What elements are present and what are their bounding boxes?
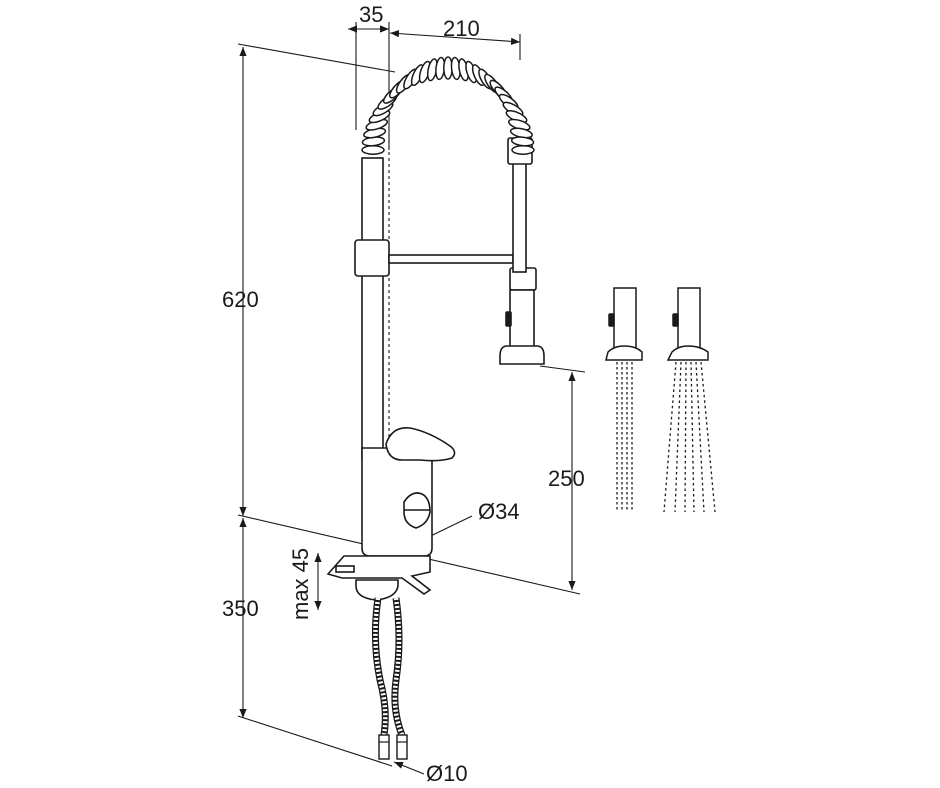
mounting-nut bbox=[355, 579, 399, 601]
dim-210-line bbox=[389, 30, 521, 45]
hose-fitting-right bbox=[396, 734, 408, 760]
faucet-column bbox=[361, 157, 384, 461]
dim-lower-height-label: 350 bbox=[222, 596, 259, 621]
spray-head-nozzle bbox=[499, 345, 545, 365]
dim-upper-height-label: 620 bbox=[222, 287, 259, 312]
dim-reach-label: 210 bbox=[443, 16, 480, 41]
hose-fitting-left bbox=[378, 734, 390, 760]
mixer-lever bbox=[385, 427, 456, 462]
dim-spout-clearance-label: 250 bbox=[548, 466, 585, 491]
dim-deck-thickness-label: max 45 bbox=[288, 548, 313, 620]
dimension-lines bbox=[237, 22, 586, 775]
dim-hose-diameter-label: Ø10 bbox=[426, 761, 468, 786]
spring-coil bbox=[361, 56, 535, 155]
spout-tube bbox=[512, 161, 527, 273]
spray-head-button bbox=[505, 311, 512, 327]
dim-body-diameter-label: Ø34 bbox=[478, 499, 520, 524]
dim-d10-leader bbox=[393, 761, 425, 775]
spray-head bbox=[509, 289, 535, 349]
coil-ring bbox=[511, 145, 535, 155]
coil-ring bbox=[361, 145, 385, 155]
dim-offset-label: 35 bbox=[359, 2, 383, 27]
faucet-collar bbox=[354, 239, 390, 277]
support-arm bbox=[388, 254, 514, 264]
spray-icon bbox=[663, 287, 716, 513]
stream-icon bbox=[605, 287, 643, 512]
supply-hoses bbox=[371, 597, 408, 760]
faucet bbox=[326, 137, 545, 601]
